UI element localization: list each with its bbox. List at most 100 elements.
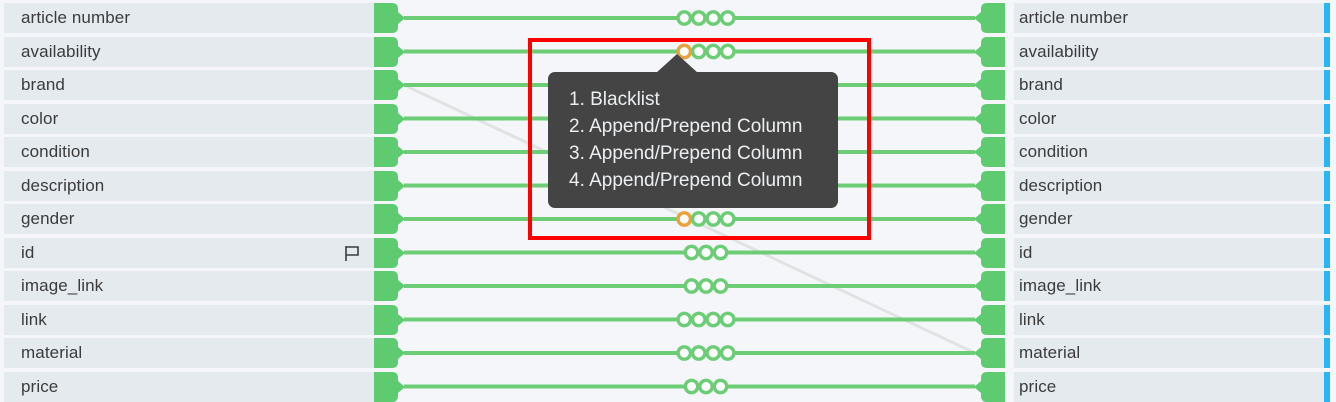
transformation-node[interactable] xyxy=(676,10,693,26)
column-name-label: image_link xyxy=(1019,276,1102,295)
source-connector-handle[interactable] xyxy=(374,237,406,268)
transformation-node[interactable] xyxy=(719,10,736,26)
column-name-label: description xyxy=(1019,175,1103,195)
transformation-node[interactable] xyxy=(719,311,736,328)
target-column-row[interactable]: image_link xyxy=(1014,271,1330,301)
target-connector-handle[interactable] xyxy=(973,70,1005,100)
column-name-label: id xyxy=(1019,242,1033,262)
transformation-node[interactable] xyxy=(690,10,707,26)
target-connector-handle[interactable] xyxy=(973,137,1005,167)
column-name-label: link xyxy=(1019,309,1045,329)
transformation-node[interactable] xyxy=(676,345,693,361)
transformation-node[interactable] xyxy=(690,345,707,361)
transformation-node[interactable] xyxy=(683,244,700,261)
source-connector-handle[interactable] xyxy=(374,271,406,301)
target-connector-handle[interactable] xyxy=(973,271,1005,301)
transformation-node[interactable] xyxy=(698,278,714,294)
transformation-node[interactable] xyxy=(705,10,722,26)
source-column-row[interactable]: article number xyxy=(4,3,374,33)
target-connector-handle[interactable] xyxy=(973,170,1005,201)
selection-highlight-rect xyxy=(528,38,871,240)
source-column-row[interactable]: gender xyxy=(4,204,374,234)
row-accent-bar xyxy=(1324,70,1330,100)
target-connector-handle[interactable] xyxy=(973,204,1005,234)
column-name-label: id xyxy=(21,242,35,262)
target-column-row[interactable]: color xyxy=(1014,103,1330,134)
source-column-row[interactable]: brand xyxy=(4,70,374,100)
row-accent-bar xyxy=(1324,237,1330,268)
flag-icon[interactable] xyxy=(342,243,362,263)
target-connector-handle[interactable] xyxy=(973,3,1005,33)
transformation-node[interactable] xyxy=(712,378,729,395)
mapping-link[interactable] xyxy=(404,10,975,26)
transformation-node[interactable] xyxy=(698,378,714,395)
target-column-row[interactable]: availability xyxy=(1014,36,1330,67)
source-connector-handle[interactable] xyxy=(374,103,406,134)
target-connector-handle[interactable] xyxy=(973,237,1005,268)
mapping-link[interactable] xyxy=(404,345,975,361)
mapping-link[interactable] xyxy=(404,244,975,261)
source-connector-handle[interactable] xyxy=(374,304,406,335)
source-column-row[interactable]: price xyxy=(4,371,374,402)
transformation-node[interactable] xyxy=(705,311,722,328)
row-accent-bar xyxy=(1324,137,1330,167)
target-column-row[interactable]: article number xyxy=(1014,3,1330,33)
transformation-node[interactable] xyxy=(683,378,700,395)
source-column-row[interactable]: image_link xyxy=(4,271,374,301)
target-connector-handle[interactable] xyxy=(973,103,1005,134)
target-column-row[interactable]: condition xyxy=(1014,137,1330,167)
source-column-row[interactable]: color xyxy=(4,103,374,134)
source-connector-handle[interactable] xyxy=(374,137,406,167)
transformation-node[interactable] xyxy=(719,345,736,361)
source-column-row[interactable]: description xyxy=(4,170,374,201)
transformation-tooltip: 1. Blacklist 2. Append/Prepend Column 3.… xyxy=(548,54,838,208)
tooltip-line: 1. Blacklist xyxy=(569,89,660,110)
transformation-node[interactable] xyxy=(698,244,714,261)
target-column-row[interactable]: link xyxy=(1014,304,1330,335)
column-name-label: image_link xyxy=(21,276,104,295)
source-connector-handle[interactable] xyxy=(374,70,406,100)
column-name-label: price xyxy=(1019,376,1057,396)
source-connector-handle[interactable] xyxy=(374,204,406,234)
target-connector-handle[interactable] xyxy=(973,371,1005,402)
column-name-label: gender xyxy=(21,209,75,228)
source-column-row[interactable]: availability xyxy=(4,36,374,67)
transformation-node[interactable] xyxy=(712,278,729,294)
column-name-label: article number xyxy=(1019,8,1129,27)
transformation-node[interactable] xyxy=(690,311,707,328)
target-column-row[interactable]: brand xyxy=(1014,70,1330,100)
transformation-node[interactable] xyxy=(712,244,729,261)
source-connector-handle[interactable] xyxy=(374,338,406,368)
target-column-row[interactable]: description xyxy=(1014,170,1330,201)
source-column-row[interactable]: condition xyxy=(4,137,374,167)
transformation-node[interactable] xyxy=(676,311,693,328)
target-column-row[interactable]: id xyxy=(1014,237,1330,268)
source-connector-handle[interactable] xyxy=(374,36,406,67)
row-accent-bar xyxy=(1324,103,1330,134)
source-connector-handle[interactable] xyxy=(374,371,406,402)
source-column-row[interactable]: id xyxy=(4,237,374,268)
target-connector-handle[interactable] xyxy=(973,36,1005,67)
source-connector-handle[interactable] xyxy=(374,170,406,201)
mapping-link[interactable] xyxy=(404,311,975,328)
row-accent-bar xyxy=(1324,338,1330,368)
column-name-label: condition xyxy=(1019,142,1088,161)
target-connector-handle[interactable] xyxy=(973,338,1005,368)
target-column-row[interactable]: material xyxy=(1014,338,1330,368)
target-column-row[interactable]: gender xyxy=(1014,204,1330,234)
target-column-row[interactable]: price xyxy=(1014,371,1330,402)
mapping-link[interactable] xyxy=(404,278,975,294)
transformation-node[interactable] xyxy=(683,278,700,294)
column-name-label: material xyxy=(1019,343,1081,362)
transformation-node[interactable] xyxy=(705,345,722,361)
source-column-row[interactable]: link xyxy=(4,304,374,335)
source-connector-handle[interactable] xyxy=(374,3,406,33)
target-connector-handle[interactable] xyxy=(973,304,1005,335)
column-name-label: color xyxy=(1019,108,1057,128)
mapping-link[interactable] xyxy=(404,378,975,395)
column-name-label: price xyxy=(21,376,59,396)
source-column-row[interactable]: material xyxy=(4,338,374,368)
